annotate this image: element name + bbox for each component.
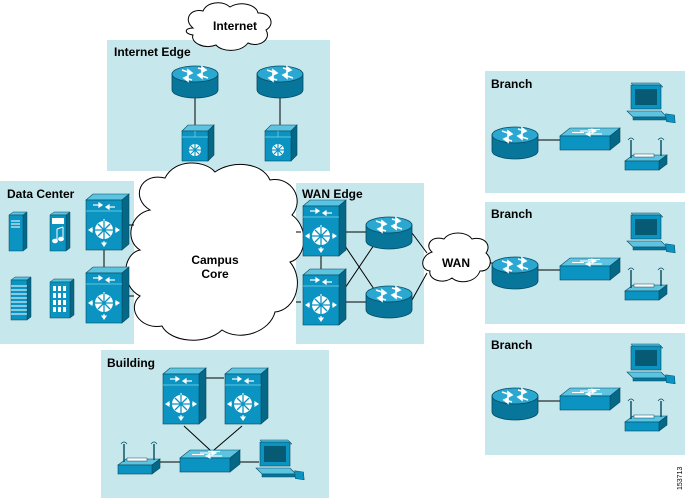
workgroup-switch-icon — [559, 257, 621, 281]
campus-core-label-line2: Core — [201, 267, 229, 281]
server-icon — [8, 211, 28, 252]
campus-core-label-line1: Campus — [191, 253, 239, 267]
campus-core-cloud: Campus Core — [125, 162, 305, 341]
workgroup-switch-icon — [559, 387, 621, 411]
workgroup-switch-icon — [179, 449, 241, 473]
zone-label-building: Building — [107, 356, 155, 370]
server-icon — [49, 211, 71, 252]
multilayer-switch-icon — [162, 367, 207, 425]
figure-id: 153713 — [677, 467, 684, 490]
wan-cloud-label: WAN — [442, 256, 470, 270]
internet-cloud-label: Internet — [213, 19, 257, 33]
router-icon — [171, 65, 219, 99]
internet-cloud: Internet — [185, 2, 272, 51]
multilayer-switch-icon — [85, 193, 130, 251]
router-icon — [491, 256, 539, 290]
router-icon — [365, 216, 413, 250]
multilayer-switch-icon — [224, 367, 269, 425]
zone-label-branch-2: Branch — [491, 207, 532, 221]
router-icon — [365, 285, 413, 319]
zone-label-wan-edge: WAN Edge — [302, 187, 363, 201]
zone-label-internet-edge: Internet Edge — [114, 45, 191, 59]
server-icon — [10, 276, 32, 321]
workgroup-switch-icon — [559, 127, 621, 151]
wan-cloud: WAN — [422, 232, 491, 283]
firewall-icon — [264, 124, 298, 162]
router-icon — [491, 126, 539, 160]
zone-label-branch-1: Branch — [491, 77, 532, 91]
router-icon — [491, 387, 539, 421]
server-icon — [49, 278, 75, 319]
multilayer-switch-icon — [302, 268, 347, 326]
firewall-icon — [181, 124, 215, 162]
multilayer-switch-icon — [302, 199, 347, 257]
zone-label-data-center: Data Center — [7, 187, 75, 201]
router-icon — [256, 65, 304, 99]
zone-label-branch-3: Branch — [491, 338, 532, 352]
multilayer-switch-icon — [85, 266, 130, 324]
